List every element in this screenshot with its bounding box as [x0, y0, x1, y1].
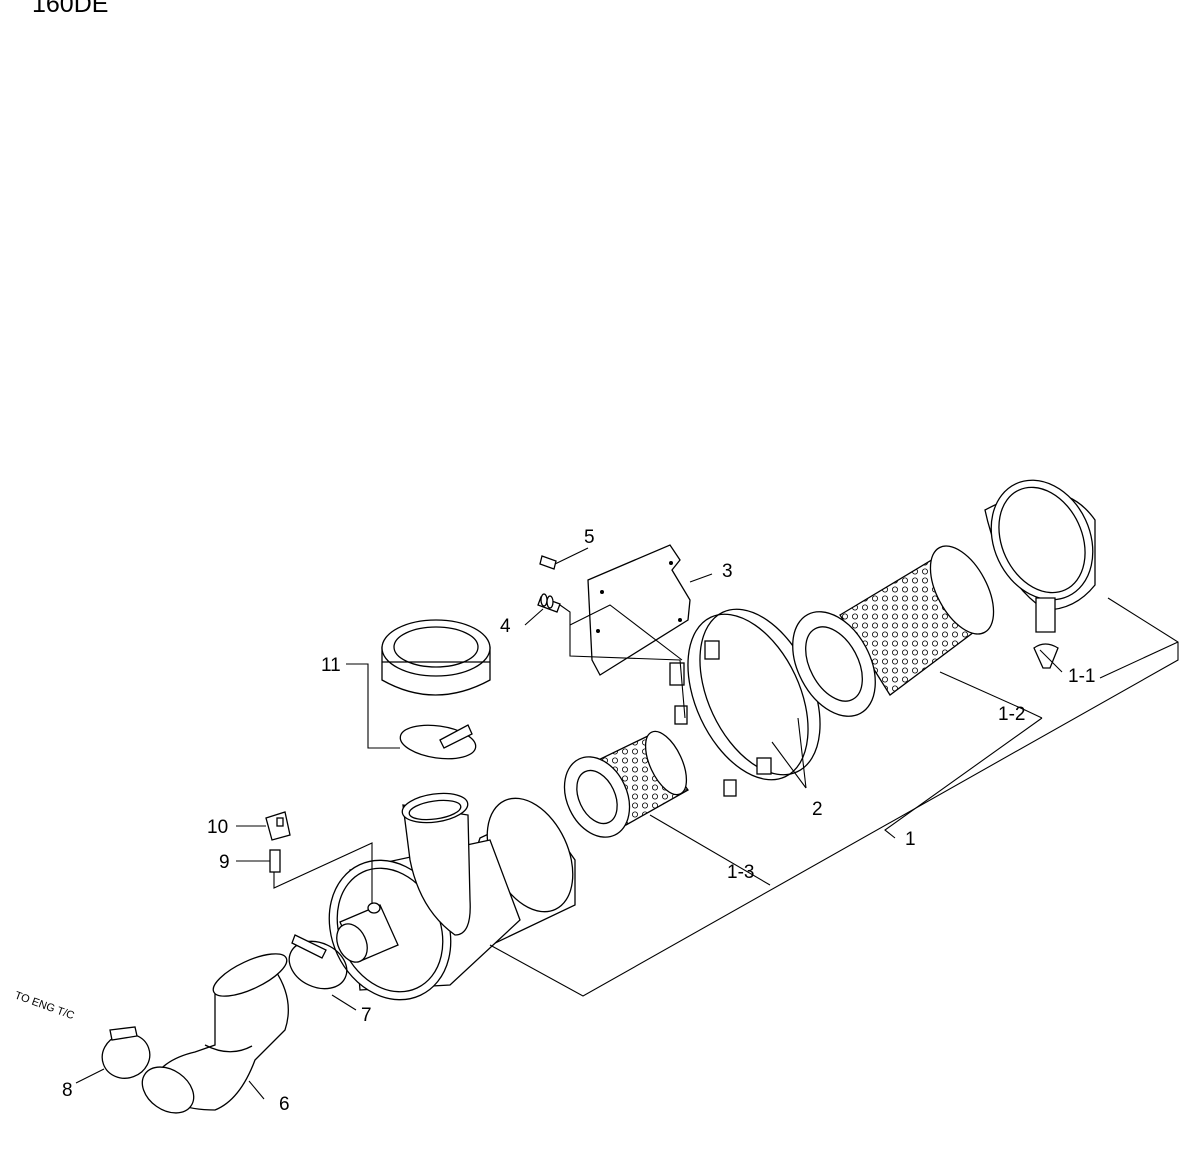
adapter-fitting [269, 849, 281, 873]
cap-clamp [399, 724, 477, 760]
leader-lines [75, 547, 1179, 1100]
end-cover [984, 479, 1096, 669]
callout-11: 11 [321, 655, 341, 676]
primary-filter-element [792, 545, 995, 717]
mounting-plate [587, 544, 691, 676]
hose-clamp-8 [101, 1026, 151, 1079]
callout-10: 10 [207, 817, 228, 838]
callout-1-1: 1-1 [1068, 666, 1095, 687]
callout-1-3: 1-3 [727, 862, 754, 883]
callout-1: 1 [905, 829, 916, 850]
callout-3: 3 [722, 561, 733, 582]
to-engine-turbo-note: TO ENG T/C [13, 990, 76, 1023]
model-header: 160DE [32, 0, 109, 18]
callout-5: 5 [584, 527, 595, 548]
callout-4: 4 [500, 616, 511, 637]
air-cleaner-housing [328, 792, 576, 1001]
callout-9: 9 [219, 852, 230, 873]
bolt-5 [539, 555, 557, 570]
callout-2: 2 [812, 799, 823, 820]
hose-clamp-7 [288, 934, 348, 990]
elbow-hose [141, 953, 289, 1114]
bolt-4-with-washers [537, 593, 561, 613]
safety-filter-element [563, 730, 689, 838]
callout-1-2: 1-2 [998, 704, 1025, 725]
restriction-indicator [265, 811, 291, 841]
callout-7: 7 [361, 1005, 372, 1026]
rain-cap [381, 619, 491, 696]
callout-8: 8 [62, 1080, 73, 1101]
callout-6: 6 [279, 1094, 290, 1115]
